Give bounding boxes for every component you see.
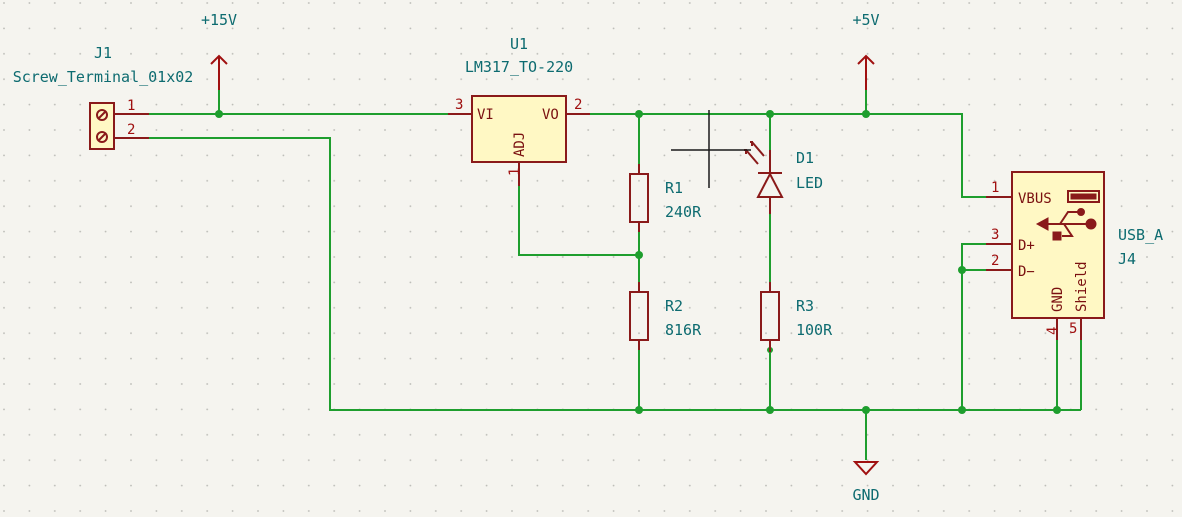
- screw-slot: [97, 110, 107, 120]
- u1-value: LM317_TO-220: [465, 58, 573, 76]
- j4-gnd-name: GND: [1050, 287, 1066, 312]
- component-r1[interactable]: R1 240R: [629, 164, 702, 232]
- j4-shield-num: 5: [1069, 321, 1077, 337]
- u1-vi-name: VI: [477, 107, 494, 123]
- j1-value: Screw_Terminal_01x02: [13, 68, 194, 86]
- wires: [149, 90, 1082, 460]
- component-d1[interactable]: D1 LED: [744, 141, 823, 214]
- j4-vbus-num: 1: [991, 180, 999, 196]
- component-r2[interactable]: R2 816R: [629, 282, 702, 350]
- junction: [215, 110, 223, 118]
- r3-value: 100R: [796, 321, 833, 339]
- junction: [862, 406, 870, 414]
- j1-pin2-num: 2: [127, 122, 135, 138]
- u1-vi-num: 3: [455, 97, 463, 113]
- power-15v[interactable]: +15V: [201, 11, 237, 90]
- power-15v-label: +15V: [201, 11, 237, 29]
- power-5v[interactable]: +5V: [852, 11, 880, 90]
- j1-pin1-num: 1: [127, 98, 135, 114]
- junction: [958, 266, 966, 274]
- junction: [635, 251, 643, 259]
- r1-value: 240R: [665, 203, 702, 221]
- r1-ref: R1: [665, 179, 683, 197]
- j4-shield-name: Shield: [1074, 261, 1090, 312]
- power-5v-label: +5V: [852, 11, 879, 29]
- j1-ref: J1: [94, 44, 112, 62]
- wire-adj: [518, 186, 639, 256]
- component-j4[interactable]: 1 3 2 4 5 VBUS D+ D− GND Shield USB_A J4: [986, 171, 1163, 340]
- u1-adj-num: 1: [507, 168, 523, 176]
- power-gnd-label: GND: [852, 486, 879, 504]
- screw-icon: [96, 131, 108, 143]
- screw-slot: [97, 132, 107, 142]
- ground-icon: [852, 461, 880, 476]
- power-gnd[interactable]: GND: [852, 461, 880, 504]
- power-arrow-icon: [210, 54, 228, 90]
- component-r3[interactable]: R3 100R: [760, 282, 833, 352]
- d1-value: LED: [796, 174, 823, 192]
- power-arrow-icon: [857, 54, 875, 90]
- junctions: [215, 110, 1061, 414]
- d1-ref: D1: [796, 149, 814, 167]
- junction: [635, 406, 643, 414]
- junction: [862, 110, 870, 118]
- j4-dp-num: 3: [991, 227, 999, 243]
- j4-value: USB_A: [1118, 226, 1163, 244]
- j4-vbus-name: VBUS: [1018, 191, 1052, 207]
- led-light-arrow-icon: [750, 141, 765, 157]
- component-u1[interactable]: U1 LM317_TO-220 3 2 1 VI VO ADJ: [448, 35, 590, 186]
- j4-gnd-num: 4: [1045, 327, 1061, 335]
- r2-value: 816R: [665, 321, 702, 339]
- no-connect-marker: [671, 110, 751, 188]
- u1-ref: U1: [510, 35, 528, 53]
- component-j1[interactable]: J1 Screw_Terminal_01x02 1 2: [13, 44, 194, 150]
- usb-trident-icon: [1035, 208, 1097, 241]
- r2-ref: R2: [665, 297, 683, 315]
- u1-vo-name: VO: [542, 107, 559, 123]
- wire-gnd-return: [149, 137, 1081, 411]
- screw-icon: [96, 109, 108, 121]
- junction: [766, 110, 774, 118]
- j4-dm-name: D−: [1018, 264, 1035, 280]
- r3-ref: R3: [796, 297, 814, 315]
- junction: [635, 110, 643, 118]
- j4-dp-name: D+: [1018, 238, 1035, 254]
- j4-dm-num: 2: [991, 253, 999, 269]
- u1-vo-num: 2: [574, 97, 582, 113]
- junction: [958, 406, 966, 414]
- junction: [766, 406, 774, 414]
- j4-ref: J4: [1118, 250, 1136, 268]
- junction: [1053, 406, 1061, 414]
- usb-plug-icon-fill: [1070, 193, 1097, 200]
- usb-plug-icon: [1067, 190, 1100, 203]
- u1-adj-name: ADJ: [512, 132, 528, 157]
